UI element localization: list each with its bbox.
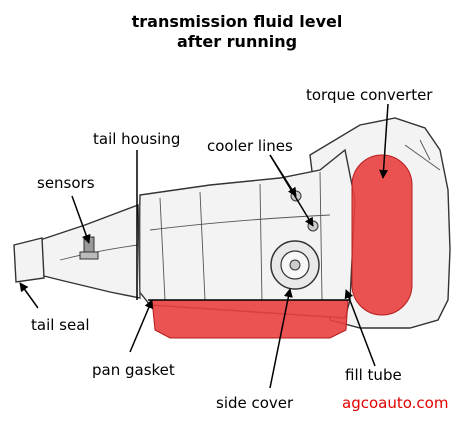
fill-tube-leader (344, 289, 376, 367)
pan-fluid (151, 299, 349, 339)
sensors-leader (71, 195, 91, 244)
transmission-body (13, 117, 451, 329)
torque-converter-fluid (351, 154, 413, 316)
pan-gasket-leader (129, 299, 153, 353)
leader-lines (19, 103, 389, 389)
label-fill-tube: fill tube (345, 366, 402, 384)
side-cover-disc (270, 240, 320, 290)
case-detail-lines (59, 139, 441, 304)
watermark-agcoauto: agcoauto.com (342, 394, 449, 412)
torque-converter-leader (379, 103, 389, 179)
label-tail-seal: tail seal (31, 316, 90, 334)
cooler-lines-leader-2 (269, 154, 314, 227)
label-side-cover: side cover (216, 394, 294, 412)
label-tail-housing: tail housing (93, 130, 181, 148)
label-torque-converter: torque converter (306, 86, 433, 104)
label-sensors: sensors (37, 174, 95, 192)
label-pan-gasket: pan gasket (92, 361, 175, 379)
diagram-title-line-1: transmission fluid level (131, 12, 343, 31)
tail-seal-leader (19, 282, 39, 309)
label-cooler-lines: cooler lines (207, 137, 293, 155)
diagram-title-line-2: after running (176, 32, 298, 51)
side-cover-leader (269, 288, 293, 389)
